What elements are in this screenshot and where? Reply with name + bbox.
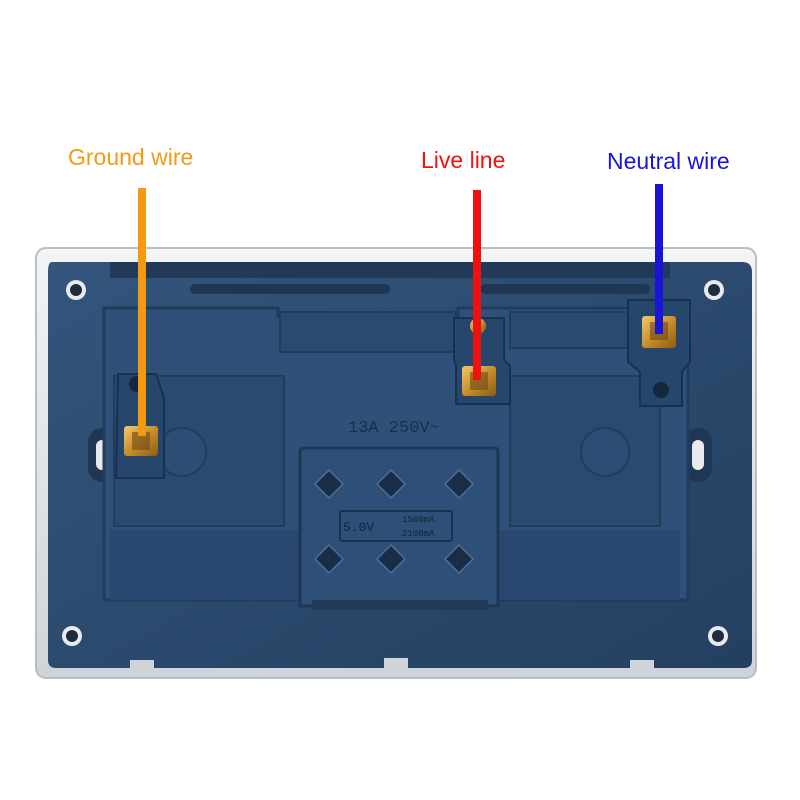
mounting-hole-icon xyxy=(62,280,728,646)
ground-wire-indicator xyxy=(138,188,146,436)
usb-current-2100: 2100mA xyxy=(402,529,435,539)
rating-marking: 13A 250V~ xyxy=(348,419,440,438)
usb-voltage-marking: 5.0V xyxy=(343,520,374,535)
live-line-label: Live line xyxy=(421,147,506,173)
usb-current-1500: 1500mA xyxy=(402,515,435,525)
neutral-wire-label: Neutral wire xyxy=(607,148,730,174)
neutral-wire-indicator xyxy=(655,184,663,334)
usb-module: 5.0V 1500mA 2100mA xyxy=(298,446,500,610)
neutral-terminal xyxy=(627,299,691,407)
ground-wire-label: Ground wire xyxy=(68,144,194,170)
live-terminal xyxy=(453,317,511,405)
live-wire-indicator xyxy=(473,190,481,380)
